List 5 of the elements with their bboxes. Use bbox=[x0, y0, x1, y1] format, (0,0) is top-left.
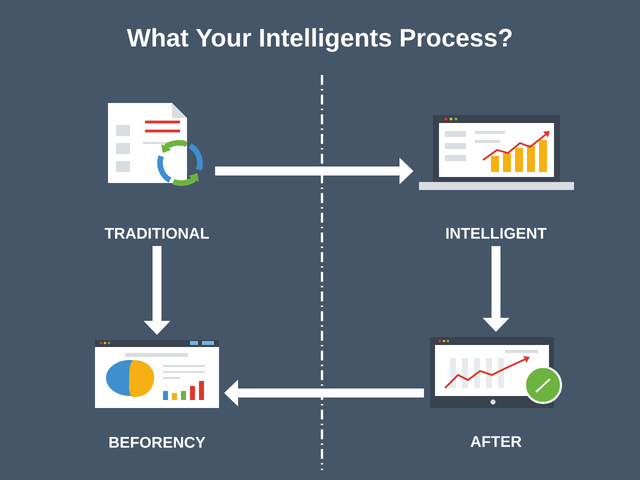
step-label: INTELLIGENT bbox=[446, 228, 547, 239]
step-label: BEFORENCY bbox=[109, 436, 206, 448]
step-label: AFTER bbox=[470, 436, 522, 447]
diagram-title: What Your Intelligents Process? bbox=[126, 28, 512, 52]
step-label: TRADITIONAL bbox=[104, 228, 209, 239]
